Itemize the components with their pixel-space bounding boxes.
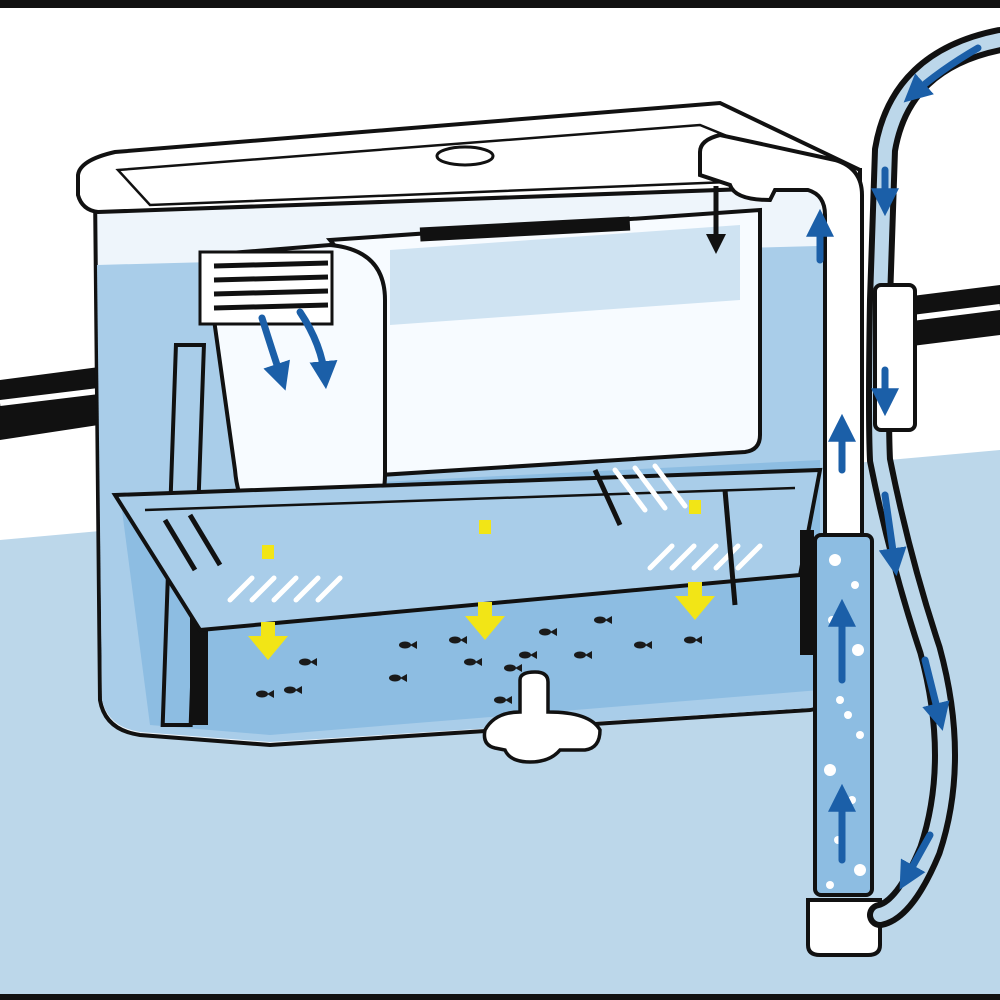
bubble-icon: [848, 796, 856, 804]
bubble-icon: [854, 864, 866, 876]
fish-icon: [494, 696, 512, 704]
bottom-frame: [0, 994, 1000, 1000]
top-frame: [0, 0, 1000, 8]
bubble-icon: [826, 881, 834, 889]
fish-icon: [299, 658, 317, 666]
bubble-icon: [829, 554, 841, 566]
suction-cup: [482, 670, 602, 764]
water-flow-arrows: [258, 44, 982, 890]
arrow-icon: [465, 520, 505, 640]
intake-grille-slats: [213, 260, 329, 311]
bubble-icon: [851, 581, 859, 589]
arrow-icon: [296, 308, 338, 390]
chamber-slot: [419, 216, 631, 242]
bubble-icon: [824, 764, 836, 776]
fry-fall-arrows: [248, 500, 715, 660]
arrow-icon: [878, 491, 907, 577]
arrow-icon: [248, 545, 288, 660]
fish-icon: [284, 686, 302, 694]
fish-icon: [574, 651, 592, 659]
fish-icon: [389, 674, 407, 682]
bubble-icon: [852, 644, 864, 656]
arrow-icon: [903, 44, 982, 103]
fish-icon: [464, 658, 482, 666]
fish-icon: [449, 636, 467, 644]
pipe-foot: [806, 898, 882, 957]
bubble-icon: [844, 711, 852, 719]
chamber-window: [390, 225, 740, 325]
bubble-icon: [828, 616, 836, 624]
lid-hole: [435, 145, 495, 167]
left-clip-grip: [190, 605, 208, 725]
arrow-icon: [258, 314, 290, 391]
arrow-icon: [921, 656, 950, 731]
fish-fry: [256, 616, 702, 704]
fish-icon: [504, 664, 522, 672]
fish-icon: [519, 651, 537, 659]
divider-struts: [162, 468, 738, 606]
right-clip: [800, 530, 814, 655]
bubble-icon: [836, 696, 844, 704]
fish-icon: [539, 628, 557, 636]
air-hose-inner: [872, 33, 1000, 922]
hose-clip: [873, 283, 917, 432]
arrow-icon: [675, 500, 715, 620]
bubble-icon: [856, 731, 864, 739]
fish-icon: [399, 641, 417, 649]
divider-slots: [227, 463, 763, 603]
arrow-icon: [899, 831, 934, 890]
fish-icon: [634, 641, 652, 649]
fish-icon: [256, 690, 274, 698]
fish-icon: [594, 616, 612, 624]
fish-icon: [684, 636, 702, 644]
